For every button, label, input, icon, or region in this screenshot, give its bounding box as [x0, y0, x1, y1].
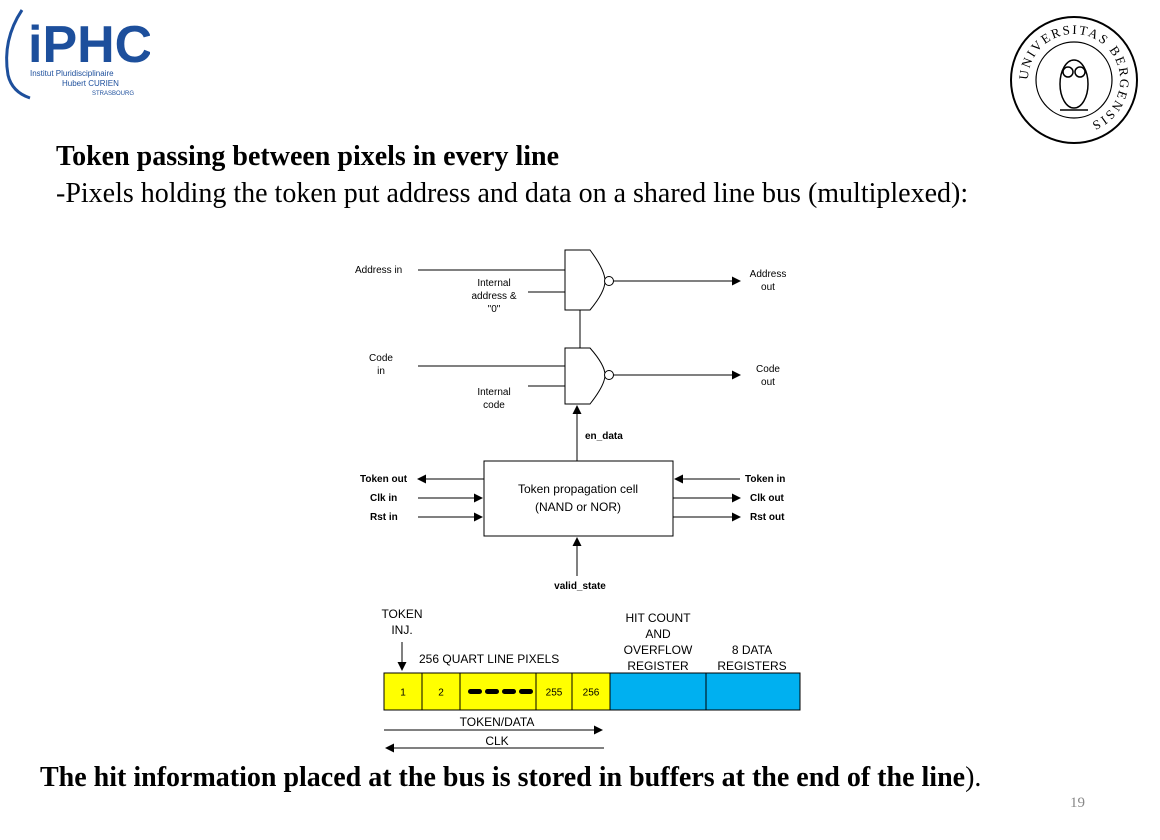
- hit-count-label-1: HIT COUNT: [625, 611, 691, 625]
- rst-in-label: Rst in: [370, 512, 398, 523]
- clk-in-label: Clk in: [370, 493, 397, 504]
- data-registers: [705, 672, 801, 711]
- logo-main-text: iPHC: [28, 16, 150, 74]
- page-number: 19: [1070, 795, 1085, 811]
- rst-out-label: Rst out: [750, 512, 785, 523]
- pixel-cell-1: [383, 672, 423, 711]
- token-data-label: TOKEN/DATA: [460, 715, 535, 729]
- hit-count-label-2: AND: [645, 627, 671, 641]
- internal-address-label-2: address &: [471, 291, 516, 302]
- footer-end-text: ).: [965, 762, 982, 793]
- address-out-label-2: out: [761, 282, 775, 293]
- code-mux-gate: [564, 347, 606, 405]
- token-in-label: Token in: [745, 474, 785, 485]
- en-data-label: en_data: [585, 431, 623, 442]
- address-in-label: Address in: [355, 265, 402, 276]
- ellipsis-dash-2: [485, 689, 499, 694]
- hit-count-label-4: REGISTER: [627, 659, 689, 673]
- owl-icon: [1059, 59, 1089, 111]
- address-mux-bubble: [604, 276, 614, 286]
- token-propagation-cell: [483, 460, 674, 537]
- hit-count-label-3: OVERFLOW: [624, 643, 693, 657]
- pixel-cell-255: [535, 672, 573, 711]
- pixels-label: 256 QUART LINE PIXELS: [419, 652, 559, 666]
- code-in-label-1: Code: [369, 353, 393, 364]
- code-out-label-2: out: [761, 377, 775, 388]
- token-inj-label-1: TOKEN: [381, 607, 422, 621]
- slide-subheading: -Pixels holding the token put address an…: [56, 178, 969, 209]
- university-seal-logo: UNIVERSITAS BERGENSIS: [1010, 16, 1138, 144]
- ellipsis-dash-4: [519, 689, 533, 694]
- slide-footer: The hit information placed at the bus is…: [40, 762, 981, 794]
- pixel-cell-2-label: 2: [438, 688, 444, 699]
- pixel-cell-255-label: 255: [546, 688, 563, 699]
- pixel-cell-2: [421, 672, 461, 711]
- pixel-cell-256-label: 256: [583, 688, 600, 699]
- pixel-cell-256: [571, 672, 611, 711]
- code-in-label-2: in: [377, 366, 385, 377]
- logo-line-1: Institut Pluridisciplinaire: [30, 69, 114, 78]
- code-mux-bubble: [604, 370, 614, 380]
- data-regs-label-1: 8 DATA: [732, 643, 772, 657]
- ellipsis-dash-3: [502, 689, 516, 694]
- internal-address-label-1: Internal: [477, 278, 510, 289]
- logo-line-2: Hubert CURIEN: [62, 79, 119, 88]
- token-inj-label-2: INJ.: [391, 623, 412, 637]
- address-out-label-1: Address: [750, 269, 787, 280]
- clk-label: CLK: [485, 734, 508, 748]
- internal-address-label-3: "0": [488, 304, 501, 315]
- pixel-cell-1-label: 1: [400, 688, 406, 699]
- internal-code-label-2: code: [483, 400, 505, 411]
- code-out-label-1: Code: [756, 364, 780, 375]
- data-regs-label-2: REGISTERS: [717, 659, 786, 673]
- address-mux-gate: [564, 249, 606, 311]
- footer-main-text: The hit information placed at the bus is…: [40, 762, 966, 793]
- token-out-label: Token out: [360, 474, 408, 485]
- hit-count-register: [609, 672, 707, 711]
- line-register-strip: 1 2 255 256: [383, 672, 801, 711]
- internal-code-label-1: Internal: [477, 387, 510, 398]
- slide-heading: Token passing between pixels in every li…: [56, 141, 560, 172]
- logo-line-3: STRASBOURG: [92, 91, 134, 97]
- cell-label-1: Token propagation cell: [518, 482, 638, 496]
- valid-state-label: valid_state: [554, 581, 606, 592]
- cell-label-2: (NAND or NOR): [535, 500, 621, 514]
- ellipsis-dash-1: [468, 689, 482, 694]
- iphc-logo: iPHC Institut Pluridisciplinaire Hubert …: [5, 9, 150, 100]
- clk-out-label: Clk out: [750, 493, 785, 504]
